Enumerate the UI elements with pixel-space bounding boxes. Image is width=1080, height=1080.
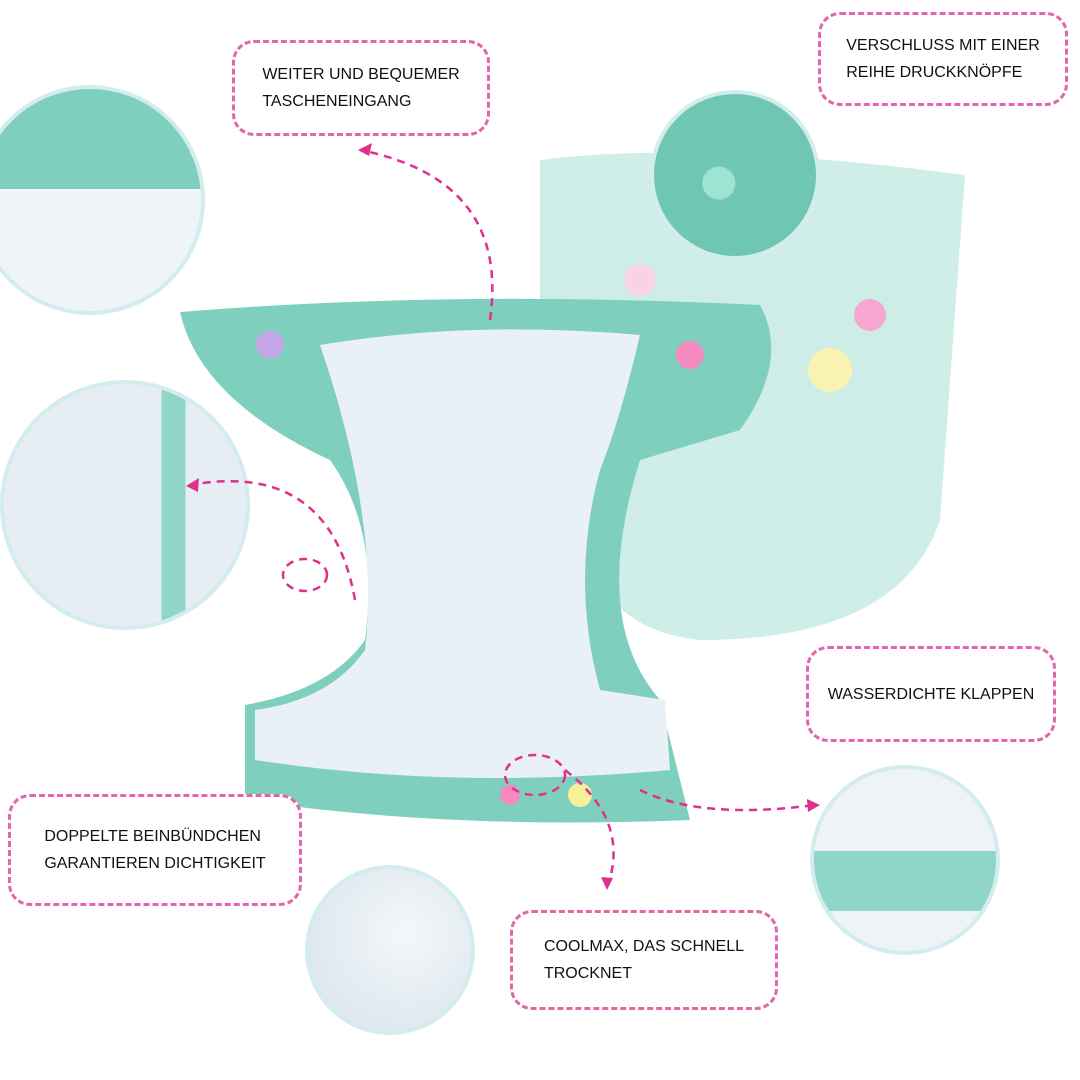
detail-leg-gussets	[0, 380, 250, 630]
callout-coolmax: COOLMAX, DAS SCHNELL TROCKNET	[510, 910, 778, 1010]
detail-pocket-opening	[0, 85, 205, 315]
callout-leg-gussets: DOPPELTE BEINBÜNDCHEN GARANTIEREN DICHTI…	[8, 794, 302, 906]
detail-waterproof-flaps	[810, 765, 1000, 955]
callout-pocket-text: WEITER UND BEQUEMER TASCHENEINGANG	[262, 66, 460, 110]
callout-pocket-opening: WEITER UND BEQUEMER TASCHENEINGANG	[232, 40, 490, 136]
callout-coolmax-text: COOLMAX, DAS SCHNELL TROCKNET	[543, 938, 745, 982]
callout-snaps-text: VERSCHLUSS MIT EINER REIHE DRUCKKNÖPFE	[846, 37, 1040, 81]
callout-snaps: VERSCHLUSS MIT EINER REIHE DRUCKKNÖPFE	[818, 12, 1068, 106]
detail-snaps	[650, 90, 820, 260]
callout-gussets-text: DOPPELTE BEINBÜNDCHEN GARANTIEREN DICHTI…	[44, 828, 266, 872]
callout-waterproof-flaps: WASSERDICHTE KLAPPEN	[806, 646, 1056, 742]
detail-coolmax	[305, 865, 475, 1035]
open-diaper	[180, 298, 772, 823]
callout-flaps-text: WASSERDICHTE KLAPPEN	[827, 685, 1035, 703]
